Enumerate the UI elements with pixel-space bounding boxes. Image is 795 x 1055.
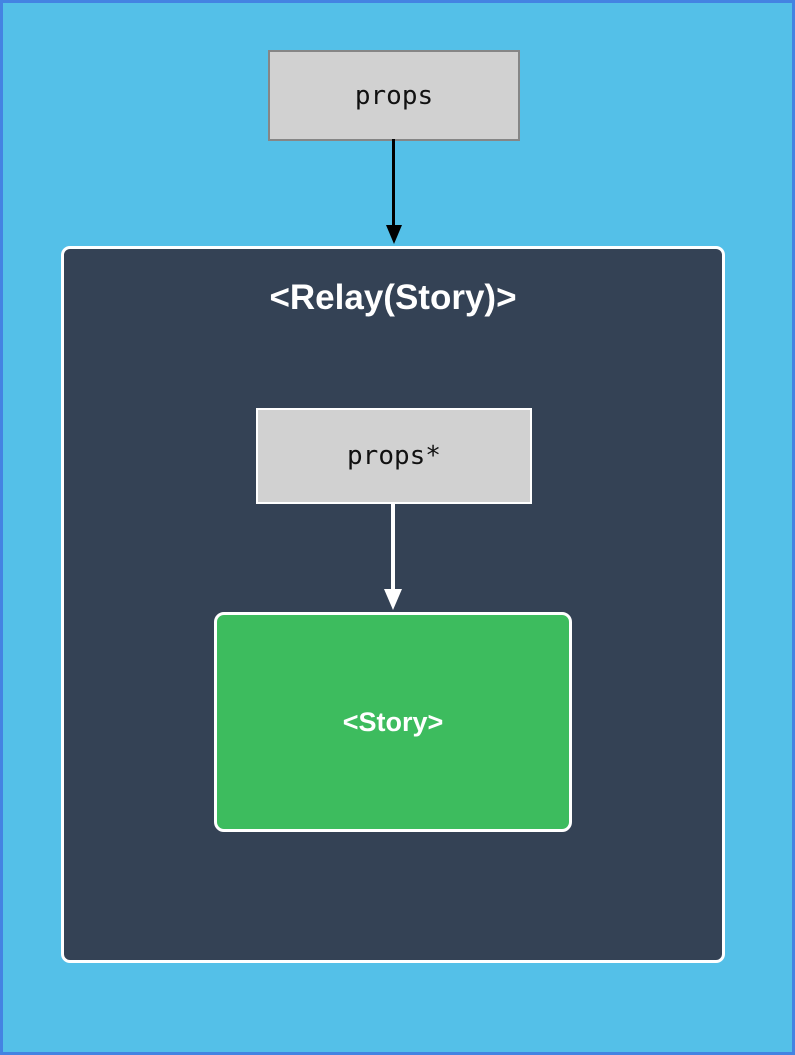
props-to-relay-arrow-shaft xyxy=(392,139,395,227)
inner-props-box: props* xyxy=(256,408,532,504)
story-box: <Story> xyxy=(214,612,572,832)
props-star-to-story-arrow-shaft xyxy=(391,504,395,591)
props-to-relay-arrow-head xyxy=(386,225,402,244)
story-label: <Story> xyxy=(342,706,444,737)
outer-props-label: props xyxy=(354,80,434,111)
props-star-to-story-arrow-head xyxy=(384,589,402,610)
inner-props-label: props* xyxy=(347,441,441,471)
outer-props-box: props xyxy=(268,50,520,141)
relay-story-title: <Relay(Story)> xyxy=(269,278,517,317)
